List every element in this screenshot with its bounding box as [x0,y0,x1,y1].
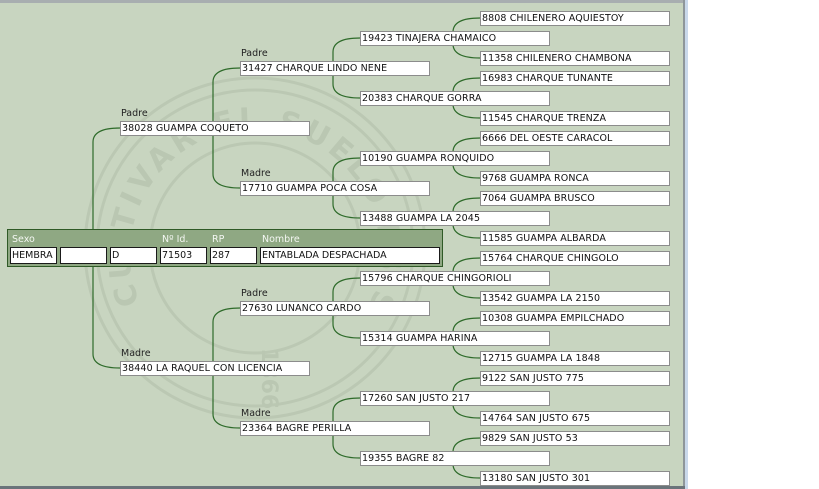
connector-line [212,136,241,189]
madre-label: Madre [241,408,271,419]
gen3-ancestor-box[interactable]: 17260 SAN JUSTO 217 [360,391,550,406]
gen4-ancestor-box[interactable]: 6666 DEL OESTE CARACOL [480,131,670,146]
connector-line [332,277,361,301]
gen3-ancestor-box[interactable]: 20383 CHARQUE GORRA [360,91,550,106]
connector-line [332,316,361,339]
gen4-ancestor-box[interactable]: 12715 GUAMPA LA 1848 [480,351,670,366]
secondary-field[interactable] [60,247,107,264]
connector-line [212,67,241,136]
connector-line [212,307,241,376]
connector-line [452,77,481,93]
connector-line [452,377,481,393]
gen3-ancestor-box[interactable]: 15796 CHARQUE CHINGORIOLI [360,271,550,286]
gen1-ancestor-box[interactable]: 38440 LA RAQUEL CON LICENCIA [120,361,310,376]
connector-line [452,317,481,333]
connector-line [332,76,361,99]
connector-line [332,436,361,459]
connector-line [452,103,481,119]
gen2-ancestor-box[interactable]: 27630 LUNANCO CARDO [240,301,430,316]
gen4-ancestor-box[interactable]: 9122 SAN JUSTO 775 [480,371,670,386]
connector-line [452,403,481,419]
connector-line [332,37,361,61]
gen4-ancestor-box[interactable]: 11358 CHILENERO CHAMBONA [480,51,670,66]
connector-line [332,196,361,219]
connector-line [452,197,481,213]
panel-right-border [683,0,685,489]
gen4-ancestor-box[interactable]: 16983 CHARQUE TUNANTE [480,71,670,86]
gen4-ancestor-box[interactable]: 13180 SAN JUSTO 301 [480,471,670,486]
gen3-ancestor-box[interactable]: 19355 BAGRE 82 [360,451,550,466]
gen2-ancestor-box[interactable]: 31427 CHARQUE LINDO NENE [240,61,430,76]
gen4-ancestor-box[interactable]: 11545 CHARQUE TRENZA [480,111,670,126]
connector-line [452,17,481,33]
gen4-ancestor-box[interactable]: 13542 GUAMPA LA 2150 [480,291,670,306]
gen4-ancestor-box[interactable]: 9829 SAN JUSTO 53 [480,431,670,446]
connector-line [332,397,361,421]
madre-label: Madre [241,168,271,179]
connector-line [452,137,481,153]
id-label: Nº Id. [162,234,189,245]
watermark-year: 1866 [256,348,281,409]
gen4-ancestor-box[interactable]: 14764 SAN JUSTO 675 [480,411,670,426]
padre-label: Padre [241,48,268,59]
panel-bottom-border [0,486,685,489]
nombre-label: Nombre [262,234,300,245]
gen4-ancestor-box[interactable]: 11585 GUAMPA ALBARDA [480,231,670,246]
padre-label: Padre [241,288,268,299]
connector-line [452,463,481,479]
window-edge [685,0,688,489]
id-field[interactable]: 71503 [160,247,207,264]
sexo-label: Sexo [12,234,35,245]
gen3-ancestor-box[interactable]: 19423 TINAJERA CHAMAICO [360,31,550,46]
padre-label: Padre [121,108,148,119]
gen3-ancestor-box[interactable]: 13488 GUAMPA LA 2045 [360,211,550,226]
connector-line [332,157,361,181]
gen3-ancestor-box[interactable]: 15314 GUAMPA HARINA [360,331,550,346]
gen4-ancestor-box[interactable]: 7064 GUAMPA BRUSCO [480,191,670,206]
rp-label: RP [212,234,225,245]
variety-field[interactable]: D [110,247,157,264]
connector-line [452,283,481,299]
gen4-ancestor-box[interactable]: 8808 CHILENERO AQUIESTOY [480,11,670,26]
gen4-ancestor-box[interactable]: 10308 GUAMPA EMPILCHADO [480,311,670,326]
gen1-ancestor-box[interactable]: 38028 GUAMPA COQUETO [120,121,310,136]
connector-line [452,223,481,239]
pedigree-panel: CULTIVAR EL SUELO ES SERVIR A LA PATRIA … [0,0,683,486]
rp-field[interactable]: 287 [210,247,257,264]
connector-line [452,43,481,59]
gen4-ancestor-box[interactable]: 9768 GUAMPA RONCA [480,171,670,186]
nombre-field[interactable]: ENTABLADA DESPACHADA [260,247,440,264]
gen2-ancestor-box[interactable]: 23364 BAGRE PERILLA [240,421,430,436]
connector-line [212,376,241,429]
pedigree-connectors [92,17,481,479]
gen4-ancestor-box[interactable]: 15764 CHARQUE CHINGOLO [480,251,670,266]
connector-line [92,248,121,369]
watermark-seal-icon: CULTIVAR EL SUELO ES SERVIR A LA PATRIA … [0,3,427,420]
subject-panel: Sexo Nº Id. RP Nombre HEMBRA D 71503 287… [7,229,443,267]
connector-line [452,163,481,179]
madre-label: Madre [121,348,151,359]
gen3-ancestor-box[interactable]: 10190 GUAMPA RONQUIDO [360,151,550,166]
connector-line [452,437,481,453]
connector-line [452,343,481,359]
gen2-ancestor-box[interactable]: 17710 GUAMPA POCA COSA [240,181,430,196]
connector-line [92,127,121,248]
connector-line [452,257,481,273]
sexo-field[interactable]: HEMBRA [10,247,57,264]
